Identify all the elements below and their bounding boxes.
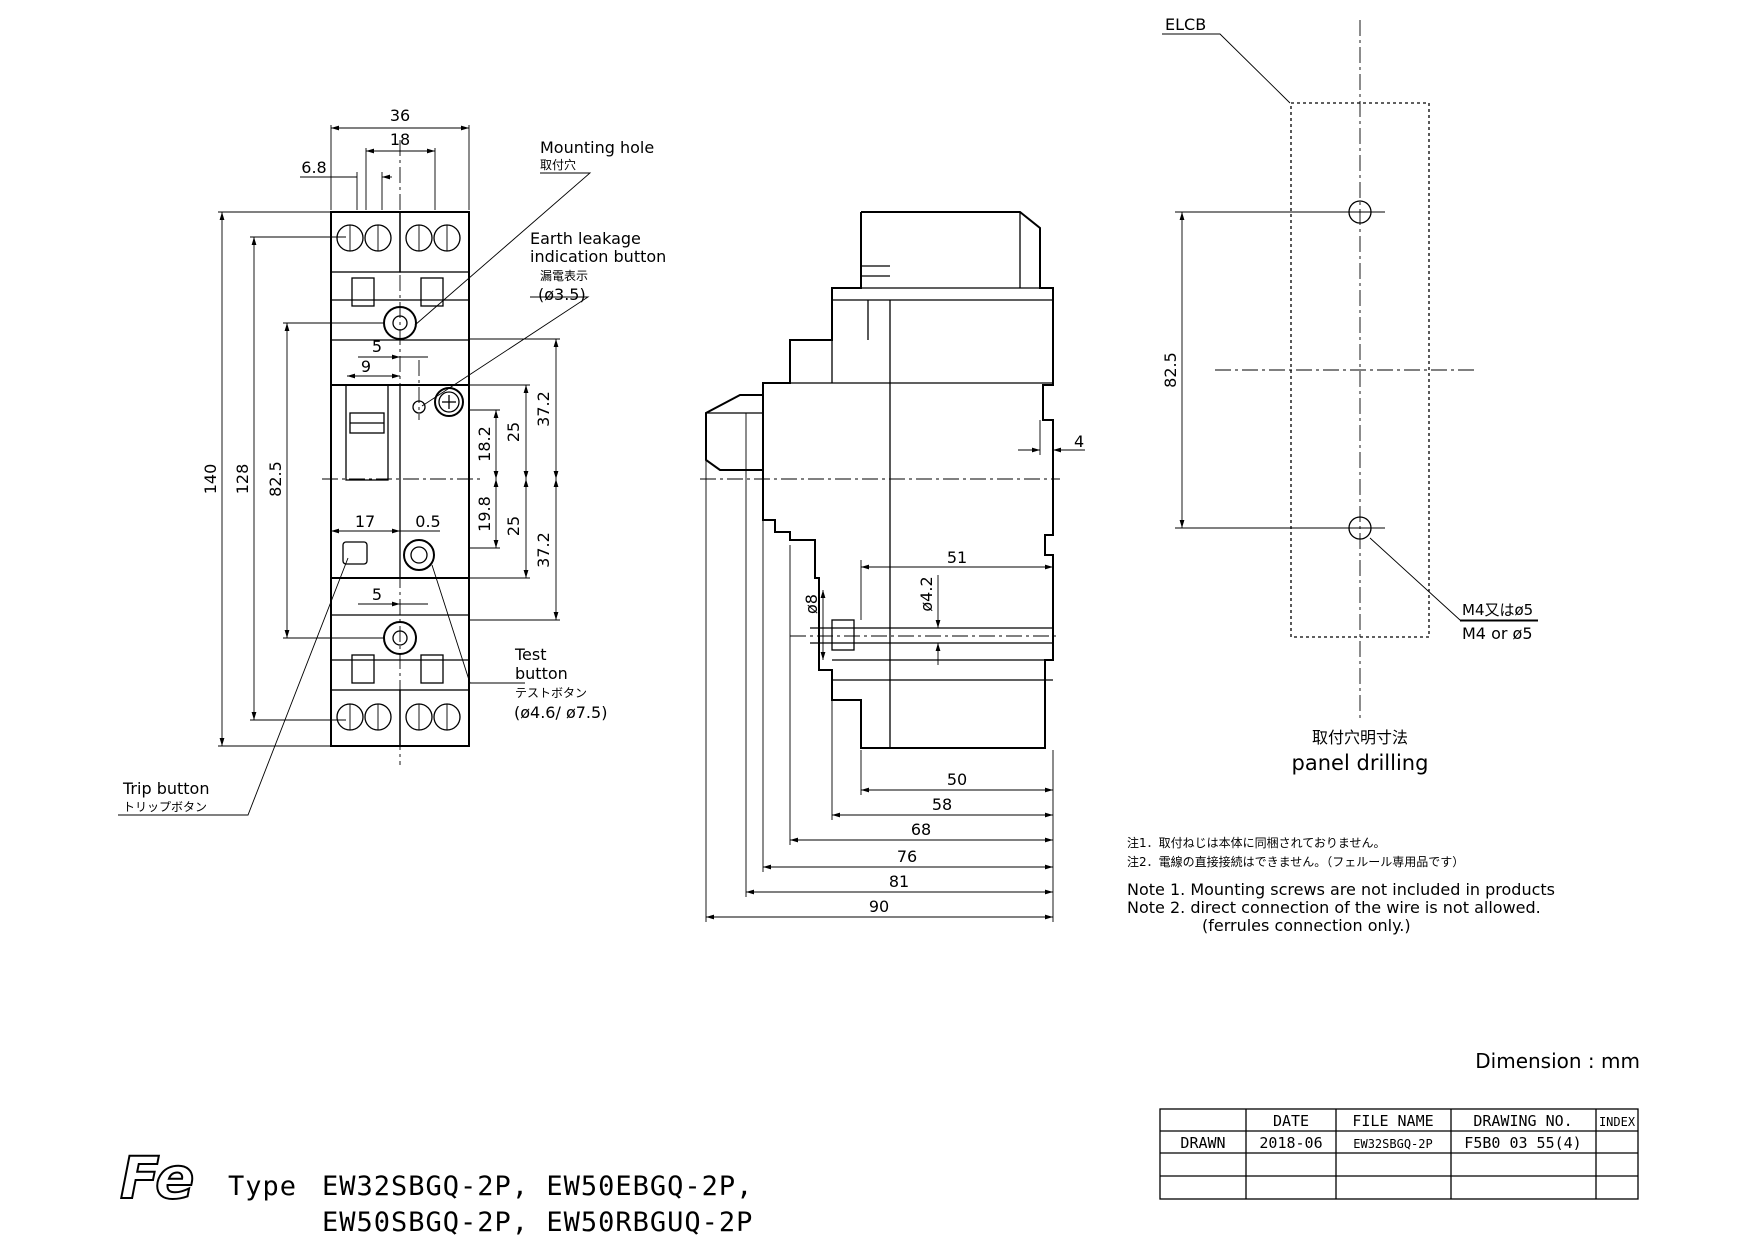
- dim-82-5-front: 82.5: [266, 461, 285, 497]
- dim-18-2: 18.2: [475, 426, 494, 462]
- type-prefix: Type: [228, 1171, 297, 1202]
- note-jp-2: 注2．電線の直接接続はできません。（フェルール専用品です）: [1127, 854, 1464, 869]
- dim-76: 76: [897, 847, 917, 866]
- dim-140: 140: [201, 464, 220, 495]
- earth-leakage-diameter: (ø3.5): [538, 285, 586, 304]
- dim-dia-4-2: ø4.2: [917, 576, 936, 611]
- drill-hole-spec-en: M4 or ø5: [1462, 624, 1533, 643]
- type-models-line-1: EW32SBGQ-2P, EW50EBGQ-2P,: [322, 1171, 753, 1202]
- drill-hole-spec-jp: M4又はø5: [1462, 601, 1533, 619]
- dim-4: 4: [1074, 432, 1084, 451]
- note-en-3: (ferrules connection only.): [1202, 916, 1411, 935]
- dim-25-bottom: 25: [504, 516, 523, 536]
- dim-18: 18: [390, 130, 410, 149]
- test-button-label-2: button: [515, 664, 568, 683]
- dim-50: 50: [947, 770, 967, 789]
- earth-leakage-label-1: Earth leakage: [530, 229, 641, 248]
- fe-logo: Fe: [119, 1143, 195, 1213]
- dim-81: 81: [889, 872, 909, 891]
- earth-leakage-label-2: indication button: [530, 247, 666, 266]
- trip-button: [342, 541, 368, 565]
- dim-37-2-bottom: 37.2: [534, 532, 553, 568]
- panel-drilling-view: [1162, 20, 1538, 720]
- dim-dia-8: ø8: [802, 594, 821, 614]
- drill-pitch-82-5: 82.5: [1161, 352, 1180, 388]
- fe-logo-text: Fe: [120, 1144, 194, 1212]
- elcb-label: ELCB: [1165, 15, 1206, 34]
- note-en-2: Note 2. direct connection of the wire is…: [1127, 898, 1541, 917]
- dim-36: 36: [390, 106, 410, 125]
- toggle-lever: [345, 384, 389, 481]
- mounting-hole-label-jp: 取付穴: [540, 157, 576, 172]
- panel-drilling-title-jp: 取付穴明寸法: [1312, 728, 1408, 747]
- test-button: [403, 539, 435, 571]
- tb-header-drawing-no: DRAWING NO.: [1473, 1112, 1572, 1130]
- trip-button-label: Trip button: [122, 779, 209, 798]
- trip-button-label-jp: トリップボタン: [123, 800, 207, 814]
- dim-68: 68: [911, 820, 931, 839]
- dim-5-top: 5: [372, 337, 382, 356]
- mounting-hole-label: Mounting hole: [540, 138, 654, 157]
- test-button-label-1: Test: [514, 645, 547, 664]
- tb-file-name-value: EW32SBGQ-2P: [1353, 1137, 1432, 1151]
- dim-128: 128: [233, 464, 252, 495]
- earth-leakage-label-jp: 漏電表示: [540, 269, 588, 283]
- test-button-label-jp: テストボタン: [515, 686, 587, 700]
- title-block: [1159, 1108, 1639, 1200]
- dim-90: 90: [869, 897, 889, 916]
- panel-drilling-title-en: panel drilling: [1292, 751, 1429, 775]
- note-jp-1: 注1．取付ねじは本体に同梱されておりません。: [1127, 835, 1386, 850]
- dim-51: 51: [947, 548, 967, 567]
- dim-17: 17: [355, 512, 375, 531]
- tb-date-value: 2018-06: [1259, 1134, 1322, 1152]
- dim-25-top: 25: [504, 422, 523, 442]
- tb-header-file-name: FILE NAME: [1352, 1112, 1433, 1130]
- test-button-diameter: (ø4.6/ ø7.5): [514, 703, 607, 722]
- dimension-unit: Dimension : mm: [1475, 1049, 1640, 1073]
- dim-0-5: 0.5: [415, 512, 440, 531]
- tb-header-index: INDEX: [1599, 1115, 1636, 1129]
- type-models-line-2: EW50SBGQ-2P, EW50RBGUQ-2P: [322, 1207, 753, 1238]
- side-view: [700, 211, 1085, 922]
- tb-header-date: DATE: [1273, 1112, 1309, 1130]
- dim-9: 9: [361, 357, 371, 376]
- note-en-1: Note 1. Mounting screws are not included…: [1127, 880, 1555, 899]
- tb-drawing-no-value: F5B0 03 55(4): [1464, 1134, 1581, 1152]
- dim-19-8: 19.8: [475, 496, 494, 532]
- tb-drawn-label: DRAWN: [1180, 1134, 1225, 1152]
- dim-58: 58: [932, 795, 952, 814]
- dim-37-2-top: 37.2: [534, 391, 553, 427]
- dim-6-8: 6.8: [301, 158, 326, 177]
- front-view: [118, 125, 592, 816]
- dim-5-bottom: 5: [372, 585, 382, 604]
